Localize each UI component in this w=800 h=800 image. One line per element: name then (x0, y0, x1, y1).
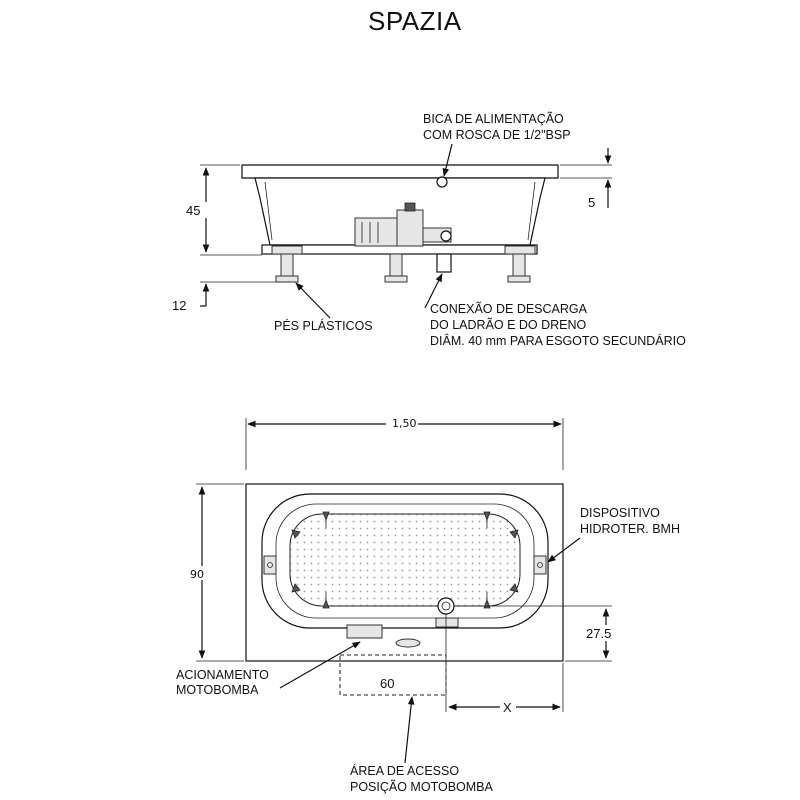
tub-side-line-left (264, 181, 273, 241)
drain-fitting-icon (436, 253, 452, 273)
dim-drain-label: 27.5 (586, 626, 611, 641)
device-label-line1: DISPOSITIVO (580, 506, 660, 520)
top-view: 1,50 90 27.5 X 60 DISPOSITIVO HIDROTER. … (176, 414, 680, 794)
drain-label-line3: DIÂM. 40 mm PARA ESGOTO SECUNDÁRIO (430, 333, 686, 348)
access-area-outline (339, 654, 447, 696)
plastic-feet (271, 245, 536, 283)
tub-floor-textured (289, 513, 521, 607)
pump-label-line1: ACIONAMENTO (176, 668, 269, 682)
feet-leader (295, 282, 331, 319)
dim-length-label: 1,50 (392, 417, 417, 430)
dim-height-label: 45 (186, 203, 200, 218)
spout-leader (442, 143, 453, 177)
page-title: SPAZIA (368, 6, 462, 36)
overflow-grille (435, 617, 459, 628)
dim-x-label: X (503, 700, 512, 715)
access-leader (404, 696, 415, 764)
side-device-right (533, 555, 547, 575)
dim-drain-mask (584, 625, 624, 641)
tub-rim (241, 164, 559, 179)
drain-label-line1: CONEXÃO DE DESCARGA (430, 302, 588, 316)
side-device-left (263, 555, 277, 575)
dim-x-mask (500, 699, 516, 715)
device-label-line2: HIDROTER. BMH (580, 522, 680, 536)
side-device-left-dot (267, 562, 273, 568)
dim-length-mask (386, 414, 418, 430)
drain-leader (424, 273, 443, 309)
dim-height-mask (186, 202, 214, 218)
access-label-line1: ÁREA DE ACESSO (350, 763, 459, 778)
access-label-line2: POSIÇÃO MOTOBOMBA (350, 780, 494, 794)
spout-label-line1: BICA DE ALIMENTAÇÃO (423, 112, 564, 126)
pump-leader (279, 641, 361, 689)
spout-label-line2: COM ROSCA DE 1/2"BSP (423, 128, 571, 142)
pump-motor-icon (354, 202, 452, 247)
tub-outline (245, 483, 564, 662)
feet-label: PÉS PLÁSTICOS (274, 318, 373, 333)
dim-width-mask (188, 566, 212, 580)
drain-icon (437, 597, 455, 615)
spout-icon (436, 176, 448, 188)
side-device-right-dot (537, 562, 543, 568)
dim-feet-label: 12 (172, 298, 186, 313)
dim-width-label: 90 (190, 568, 204, 581)
drain-label-line2: DO LADRÃO E DO DRENO (430, 318, 587, 332)
dim-access-label: 60 (380, 676, 394, 691)
tub-side-line-right (527, 181, 536, 241)
pump-button-icon[interactable] (395, 638, 421, 648)
dim-rim-label: 5 (588, 195, 595, 210)
device-leader (547, 537, 581, 563)
pump-control-panel (346, 624, 383, 639)
drain-inner (441, 601, 451, 611)
pump-label-line2: MOTOBOMBA (176, 683, 259, 697)
side-view: 45 12 5 BICA DE ALIMENTAÇÃO COM ROSCA DE… (172, 112, 686, 348)
